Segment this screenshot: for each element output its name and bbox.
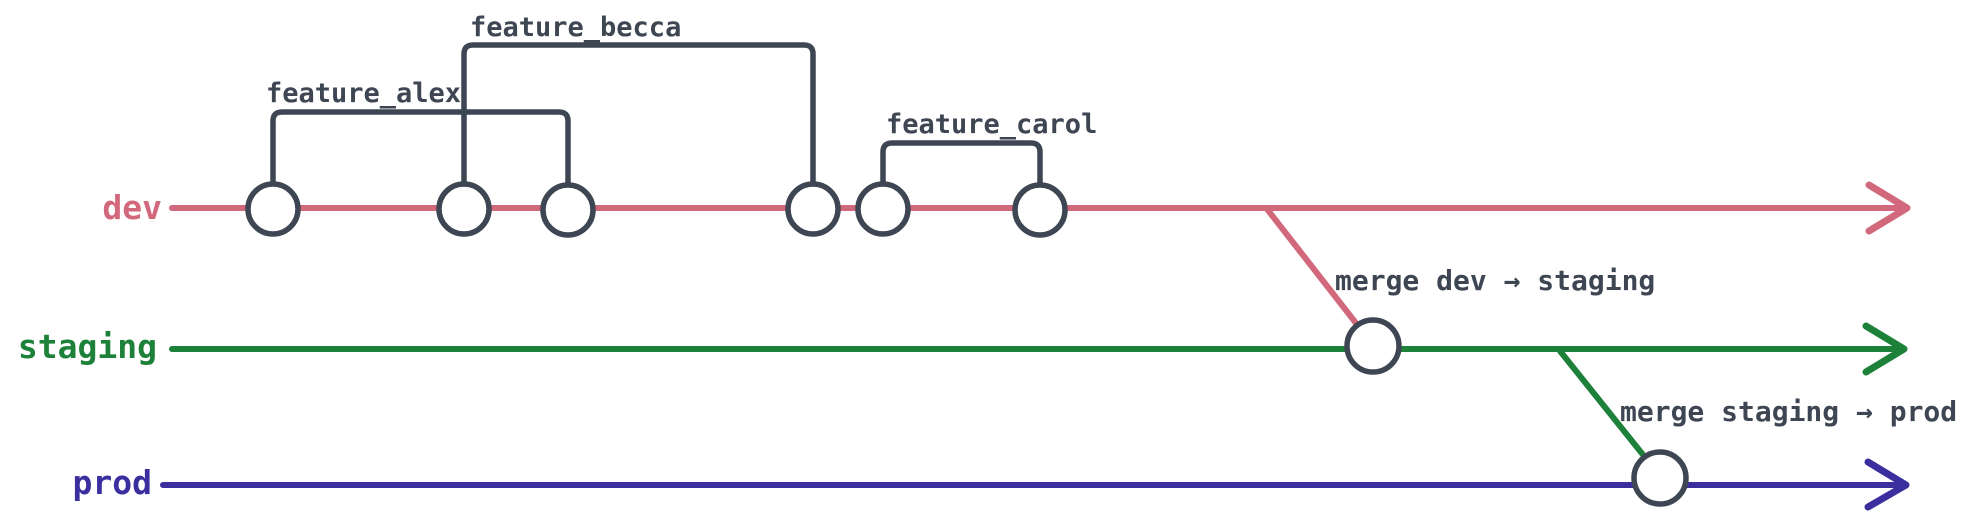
dev-commit-1 [245,181,301,237]
feature-carol-label: feature_carol [886,109,1097,140]
dev-commit-4 [785,181,841,237]
staging-branch-label: staging [18,327,157,366]
dev-arrowhead-icon [1865,181,1911,235]
feature-becca-label: feature_becca [470,12,681,43]
prod-merge-commit [1631,449,1689,507]
dev-commit-5 [855,181,911,237]
prod-branch-label: prod [73,463,152,502]
dev-commit-6 [1012,182,1068,238]
merge-staging-prod-label: merge staging → prod [1620,395,1957,428]
staging-arrowhead-icon [1862,322,1908,376]
dev-branch-label: dev [102,188,162,227]
staging-merge-commit [1344,317,1402,375]
feature-carol-bracket [880,140,1043,189]
prod-arrowhead-icon [1864,458,1910,511]
feature-brackets: feature_alex feature_becca feature_carol [266,12,1097,189]
merge-staging-prod-edge [1557,348,1655,469]
feature-alex-bracket [270,109,571,189]
merge-dev-staging-edge [1264,206,1369,339]
feature-becca-bracket [461,42,816,189]
dev-branch-row: dev [102,181,1911,235]
dev-commit-3 [540,182,596,238]
staging-branch-row: staging [18,322,1908,376]
dev-commits [245,181,1068,238]
dev-commit-2 [436,181,492,237]
prod-branch-row: prod [73,458,1910,511]
merge-dev-staging-label: merge dev → staging [1335,264,1655,297]
feature-alex-label: feature_alex [266,78,461,109]
